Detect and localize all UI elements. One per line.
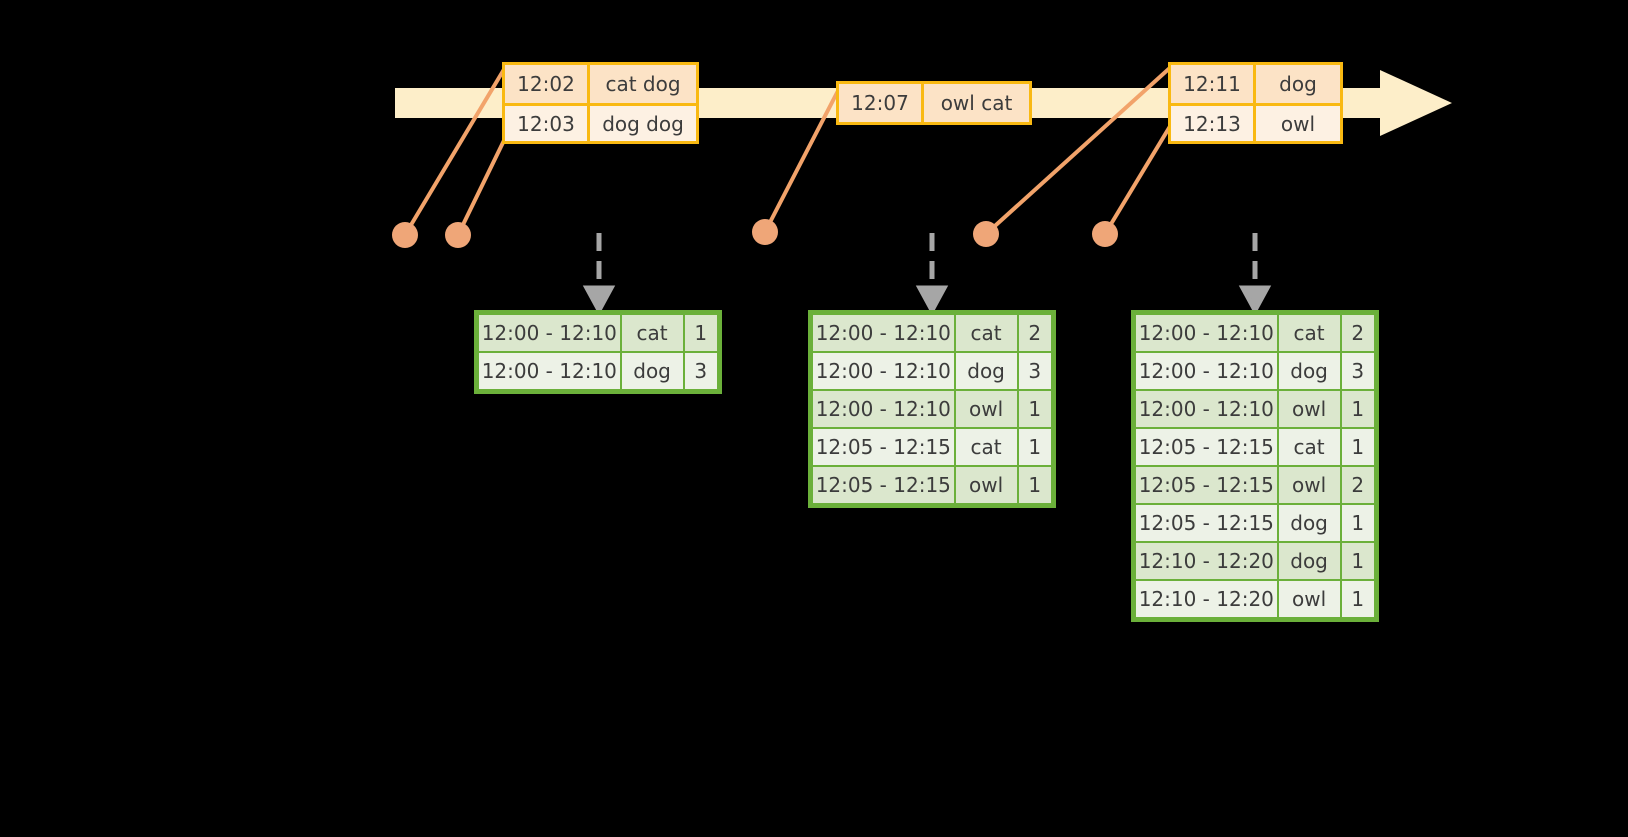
dot-12-03 [445,222,471,248]
down-arrow-head-icon-1 [582,285,616,316]
cell-word: dog [621,353,683,389]
cell-count: 1 [1341,391,1374,427]
cell-word: dog [1278,353,1340,389]
cell-window: 12:05 - 12:15 [1136,505,1277,541]
event-row[interactable]: 12:11 dog [1171,65,1340,103]
event-time: 12:03 [505,106,590,141]
cell-window: 12:00 - 12:10 [1136,353,1277,389]
cell-count: 2 [1341,467,1374,503]
dot-12-02 [392,222,418,248]
event-time: 12:02 [505,65,590,103]
cell-window: 12:00 - 12:10 [479,315,620,351]
cell-count: 3 [1341,353,1374,389]
event-box-3[interactable]: 12:11 dog 12:13 owl [1168,62,1343,144]
event-words: owl [1256,106,1340,141]
cell-word: dog [1278,543,1340,579]
cell-window: 12:05 - 12:15 [813,429,954,465]
dot-12-11 [973,221,999,247]
event-words: owl cat [924,84,1029,122]
cell-count: 1 [1341,429,1374,465]
cell-word: cat [1278,429,1340,465]
cell-word: cat [621,315,683,351]
timeline-arrowhead-icon [1380,70,1452,136]
cell-word: cat [955,315,1017,351]
event-words: cat dog [590,65,696,103]
cell-count: 2 [1341,315,1374,351]
cell-count: 1 [1018,391,1051,427]
cell-word: owl [1278,581,1340,617]
cell-count: 1 [1341,543,1374,579]
event-box-2[interactable]: 12:07 owl cat [836,81,1032,125]
event-row[interactable]: 12:07 owl cat [839,84,1029,122]
cell-word: cat [1278,315,1340,351]
down-arrow-head-icon-3 [1238,285,1272,316]
cell-count: 3 [1018,353,1051,389]
cell-window: 12:05 - 12:15 [1136,429,1277,465]
cell-word: dog [955,353,1017,389]
cell-word: owl [955,391,1017,427]
cell-window: 12:10 - 12:20 [1136,543,1277,579]
cell-count: 1 [1018,467,1051,503]
connector-line-12-13 [1103,121,1174,236]
cell-count: 1 [1341,581,1374,617]
cell-count: 1 [1341,505,1374,541]
cell-word: dog [1278,505,1340,541]
event-row[interactable]: 12:03 dog dog [505,103,696,141]
cell-window: 12:10 - 12:20 [1136,581,1277,617]
cell-window: 12:00 - 12:10 [813,315,954,351]
cell-window: 12:00 - 12:10 [479,353,620,389]
cell-word: owl [1278,391,1340,427]
event-words: dog [1256,65,1340,103]
event-time: 12:07 [839,84,924,122]
cell-window: 12:05 - 12:15 [813,467,954,503]
dot-12-13 [1092,221,1118,247]
cell-count: 1 [684,315,717,351]
cell-window: 12:05 - 12:15 [1136,467,1277,503]
cell-word: cat [955,429,1017,465]
cell-window: 12:00 - 12:10 [1136,391,1277,427]
event-time: 12:11 [1171,65,1256,103]
cell-word: owl [1278,467,1340,503]
cell-count: 3 [684,353,717,389]
cell-word: owl [955,467,1017,503]
event-time: 12:13 [1171,106,1256,141]
event-words: dog dog [590,106,696,141]
event-box-1[interactable]: 12:02 cat dog 12:03 dog dog [502,62,699,144]
cell-window: 12:00 - 12:10 [813,353,954,389]
dot-12-07 [752,219,778,245]
cell-count: 2 [1018,315,1051,351]
event-row[interactable]: 12:02 cat dog [505,65,696,103]
event-row[interactable]: 12:13 owl [1171,103,1340,141]
cell-count: 1 [1018,429,1051,465]
cell-window: 12:00 - 12:10 [813,391,954,427]
down-arrow-head-icon-2 [915,285,949,316]
cell-window: 12:00 - 12:10 [1136,315,1277,351]
